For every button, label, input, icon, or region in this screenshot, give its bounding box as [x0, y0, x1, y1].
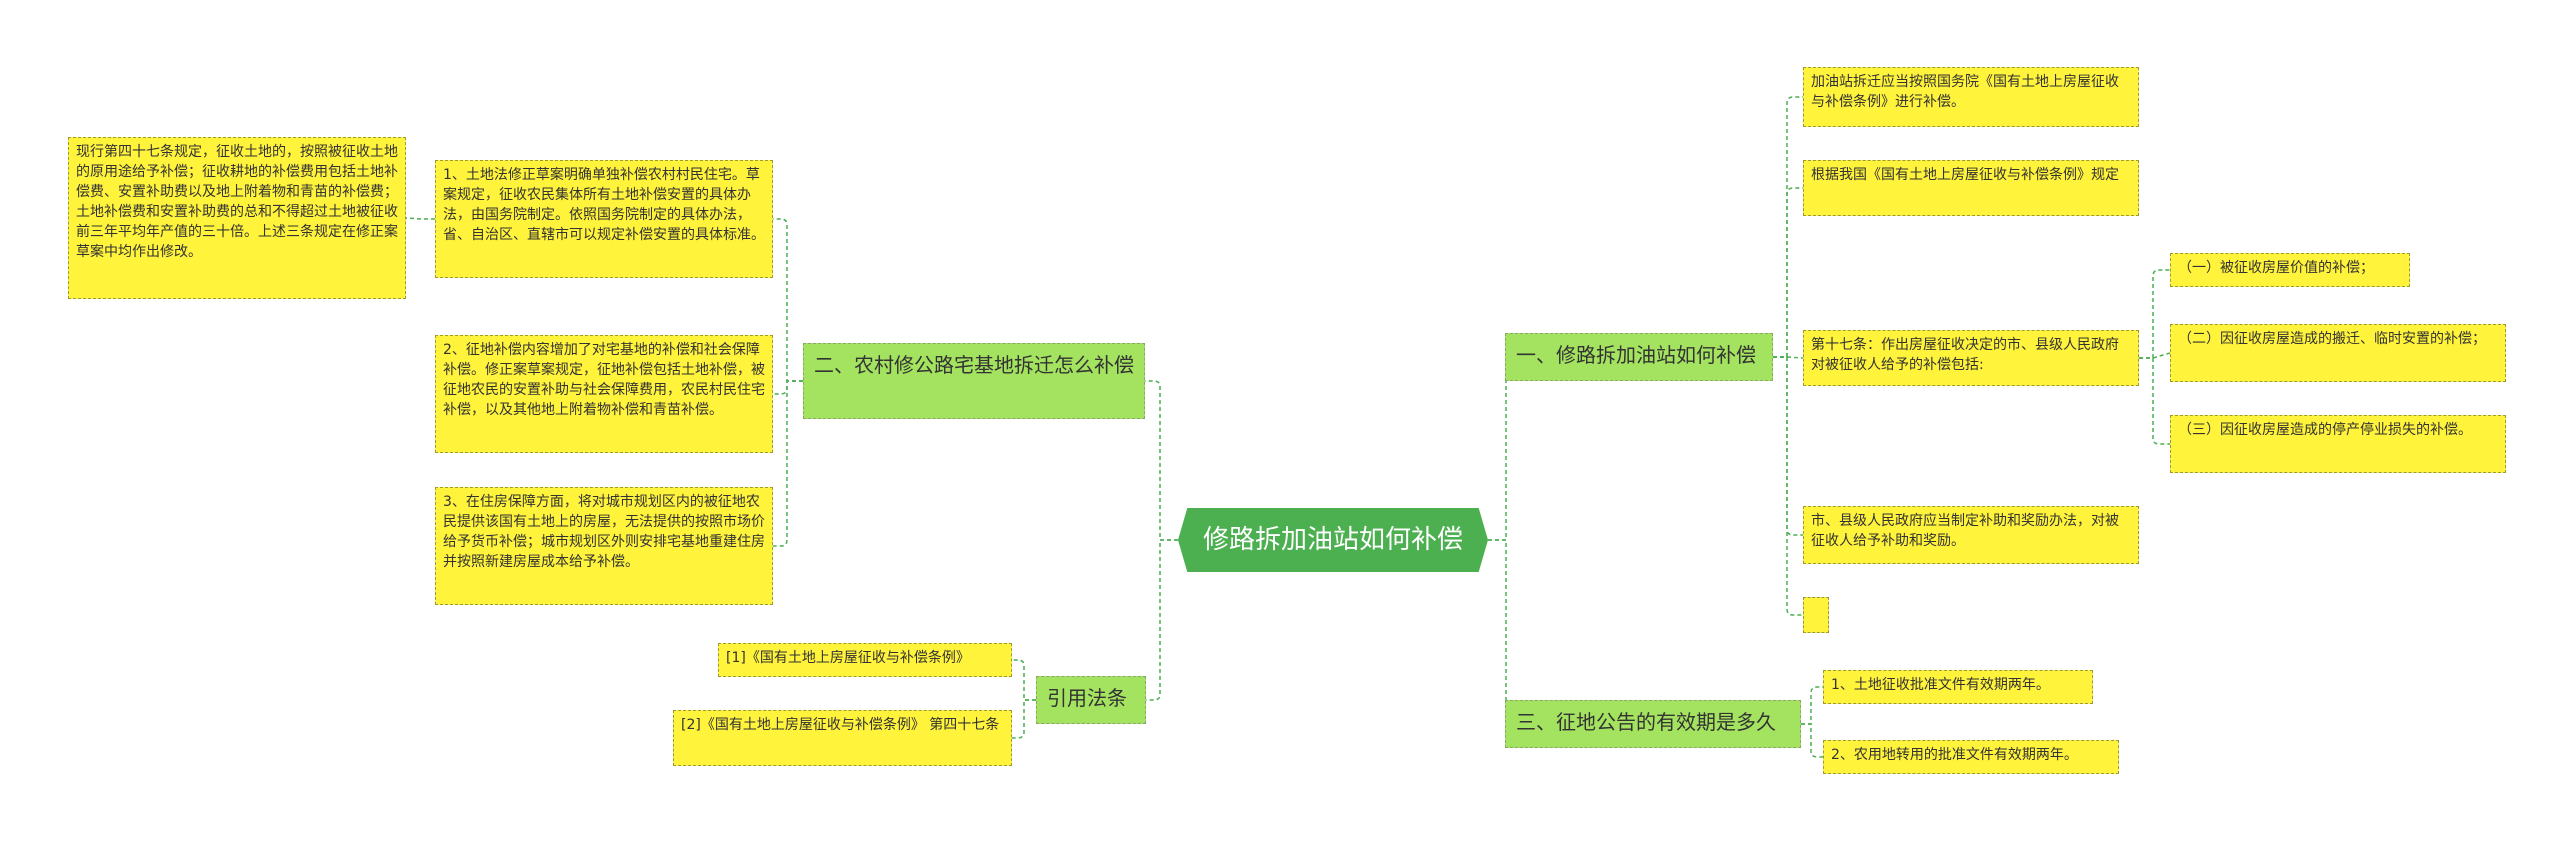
link-branch-node-4-leaf-c1 [1012, 659, 1036, 701]
link-branch-node-2-leaf-l2 [773, 380, 803, 395]
leaf-r5-empty[interactable] [1803, 597, 1829, 633]
link-leaf-r3-leaf-r3a [2139, 269, 2170, 359]
link-branch-node-4-leaf-c2 [1012, 699, 1036, 739]
leaf-r4[interactable]: 市、县级人民政府应当制定补助和奖励办法，对被征收人给予补助和奖励。 [1803, 506, 2139, 564]
leaf-r7[interactable]: 2、农用地转用的批准文件有效期两年。 [1823, 740, 2119, 774]
leaf-r1[interactable]: 加油站拆迁应当按照国务院《国有土地上房屋征收与补偿条例》进行补偿。 [1803, 67, 2139, 127]
leaf-c2[interactable]: [2]《国有土地上房屋征收与补偿条例》 第四十七条 [673, 710, 1012, 766]
link-leaf-r3-leaf-r3b [2139, 352, 2171, 359]
link-branch-node-1-leaf-r5-empty [1773, 356, 1803, 616]
link-root-node-branch-node-3 [1488, 539, 1513, 725]
branch-node-1[interactable]: 一、修路拆加油站如何补偿 [1505, 333, 1773, 381]
leaf-l2[interactable]: 2、征地补偿内容增加了对宅基地的补偿和社会保障补偿。修正案草案规定，征地补偿包括… [435, 335, 773, 453]
link-branch-node-2-leaf-l3 [773, 380, 803, 547]
link-branch-node-1-leaf-r1 [1773, 96, 1803, 358]
link-branch-node-1-leaf-r4 [1773, 356, 1803, 536]
link-root-node-branch-node-1 [1488, 356, 1513, 541]
leaf-l1a[interactable]: 现行第四十七条规定，征收土地的，按照被征收土地的原用途给予补偿；征收耕地的补偿费… [68, 137, 406, 299]
branch-node-3[interactable]: 三、征地公告的有效期是多久 [1505, 700, 1801, 748]
leaf-r3c[interactable]: （三）因征收房屋造成的停产停业损失的补偿。 [2170, 415, 2506, 473]
link-leaf-l1-leaf-l1a [405, 217, 435, 220]
leaf-l3[interactable]: 3、在住房保障方面，将对城市规划区内的被征地农民提供该国有土地上的房屋，无法提供… [435, 487, 773, 605]
leaf-r6[interactable]: 1、土地征收批准文件有效期两年。 [1823, 670, 2093, 704]
link-branch-node-3-leaf-r6 [1801, 686, 1823, 725]
branch-node-4[interactable]: 引用法条 [1036, 676, 1146, 724]
link-root-node-branch-node-2 [1145, 380, 1178, 541]
leaf-l1[interactable]: 1、土地法修正草案明确单独补偿农村村民住宅。草案规定，征收农民集体所有土地补偿安… [435, 160, 773, 278]
leaf-r3[interactable]: 第十七条：作出房屋征收决定的市、县级人民政府对被征收人给予的补偿包括: [1803, 330, 2139, 386]
link-branch-node-2-leaf-l1 [773, 218, 803, 382]
link-root-node-branch-node-4 [1146, 539, 1178, 701]
link-leaf-r3-leaf-r3c [2139, 357, 2170, 445]
branch-node-2[interactable]: 二、农村修公路宅基地拆迁怎么补偿 [803, 343, 1145, 419]
link-branch-node-1-leaf-r3 [1773, 356, 1804, 359]
leaf-r2[interactable]: 根据我国《国有土地上房屋征收与补偿条例》规定 [1803, 160, 2139, 216]
leaf-r3a[interactable]: （一）被征收房屋价值的补偿； [2170, 253, 2410, 287]
root-node[interactable]: 修路拆加油站如何补偿 [1178, 508, 1488, 572]
leaf-c1[interactable]: [1]《国有土地上房屋征收与补偿条例》 [718, 643, 1012, 677]
link-branch-node-1-leaf-r2 [1773, 187, 1803, 358]
leaf-r3b[interactable]: （二）因征收房屋造成的搬迁、临时安置的补偿； [2170, 324, 2506, 382]
link-branch-node-3-leaf-r7 [1801, 723, 1823, 758]
